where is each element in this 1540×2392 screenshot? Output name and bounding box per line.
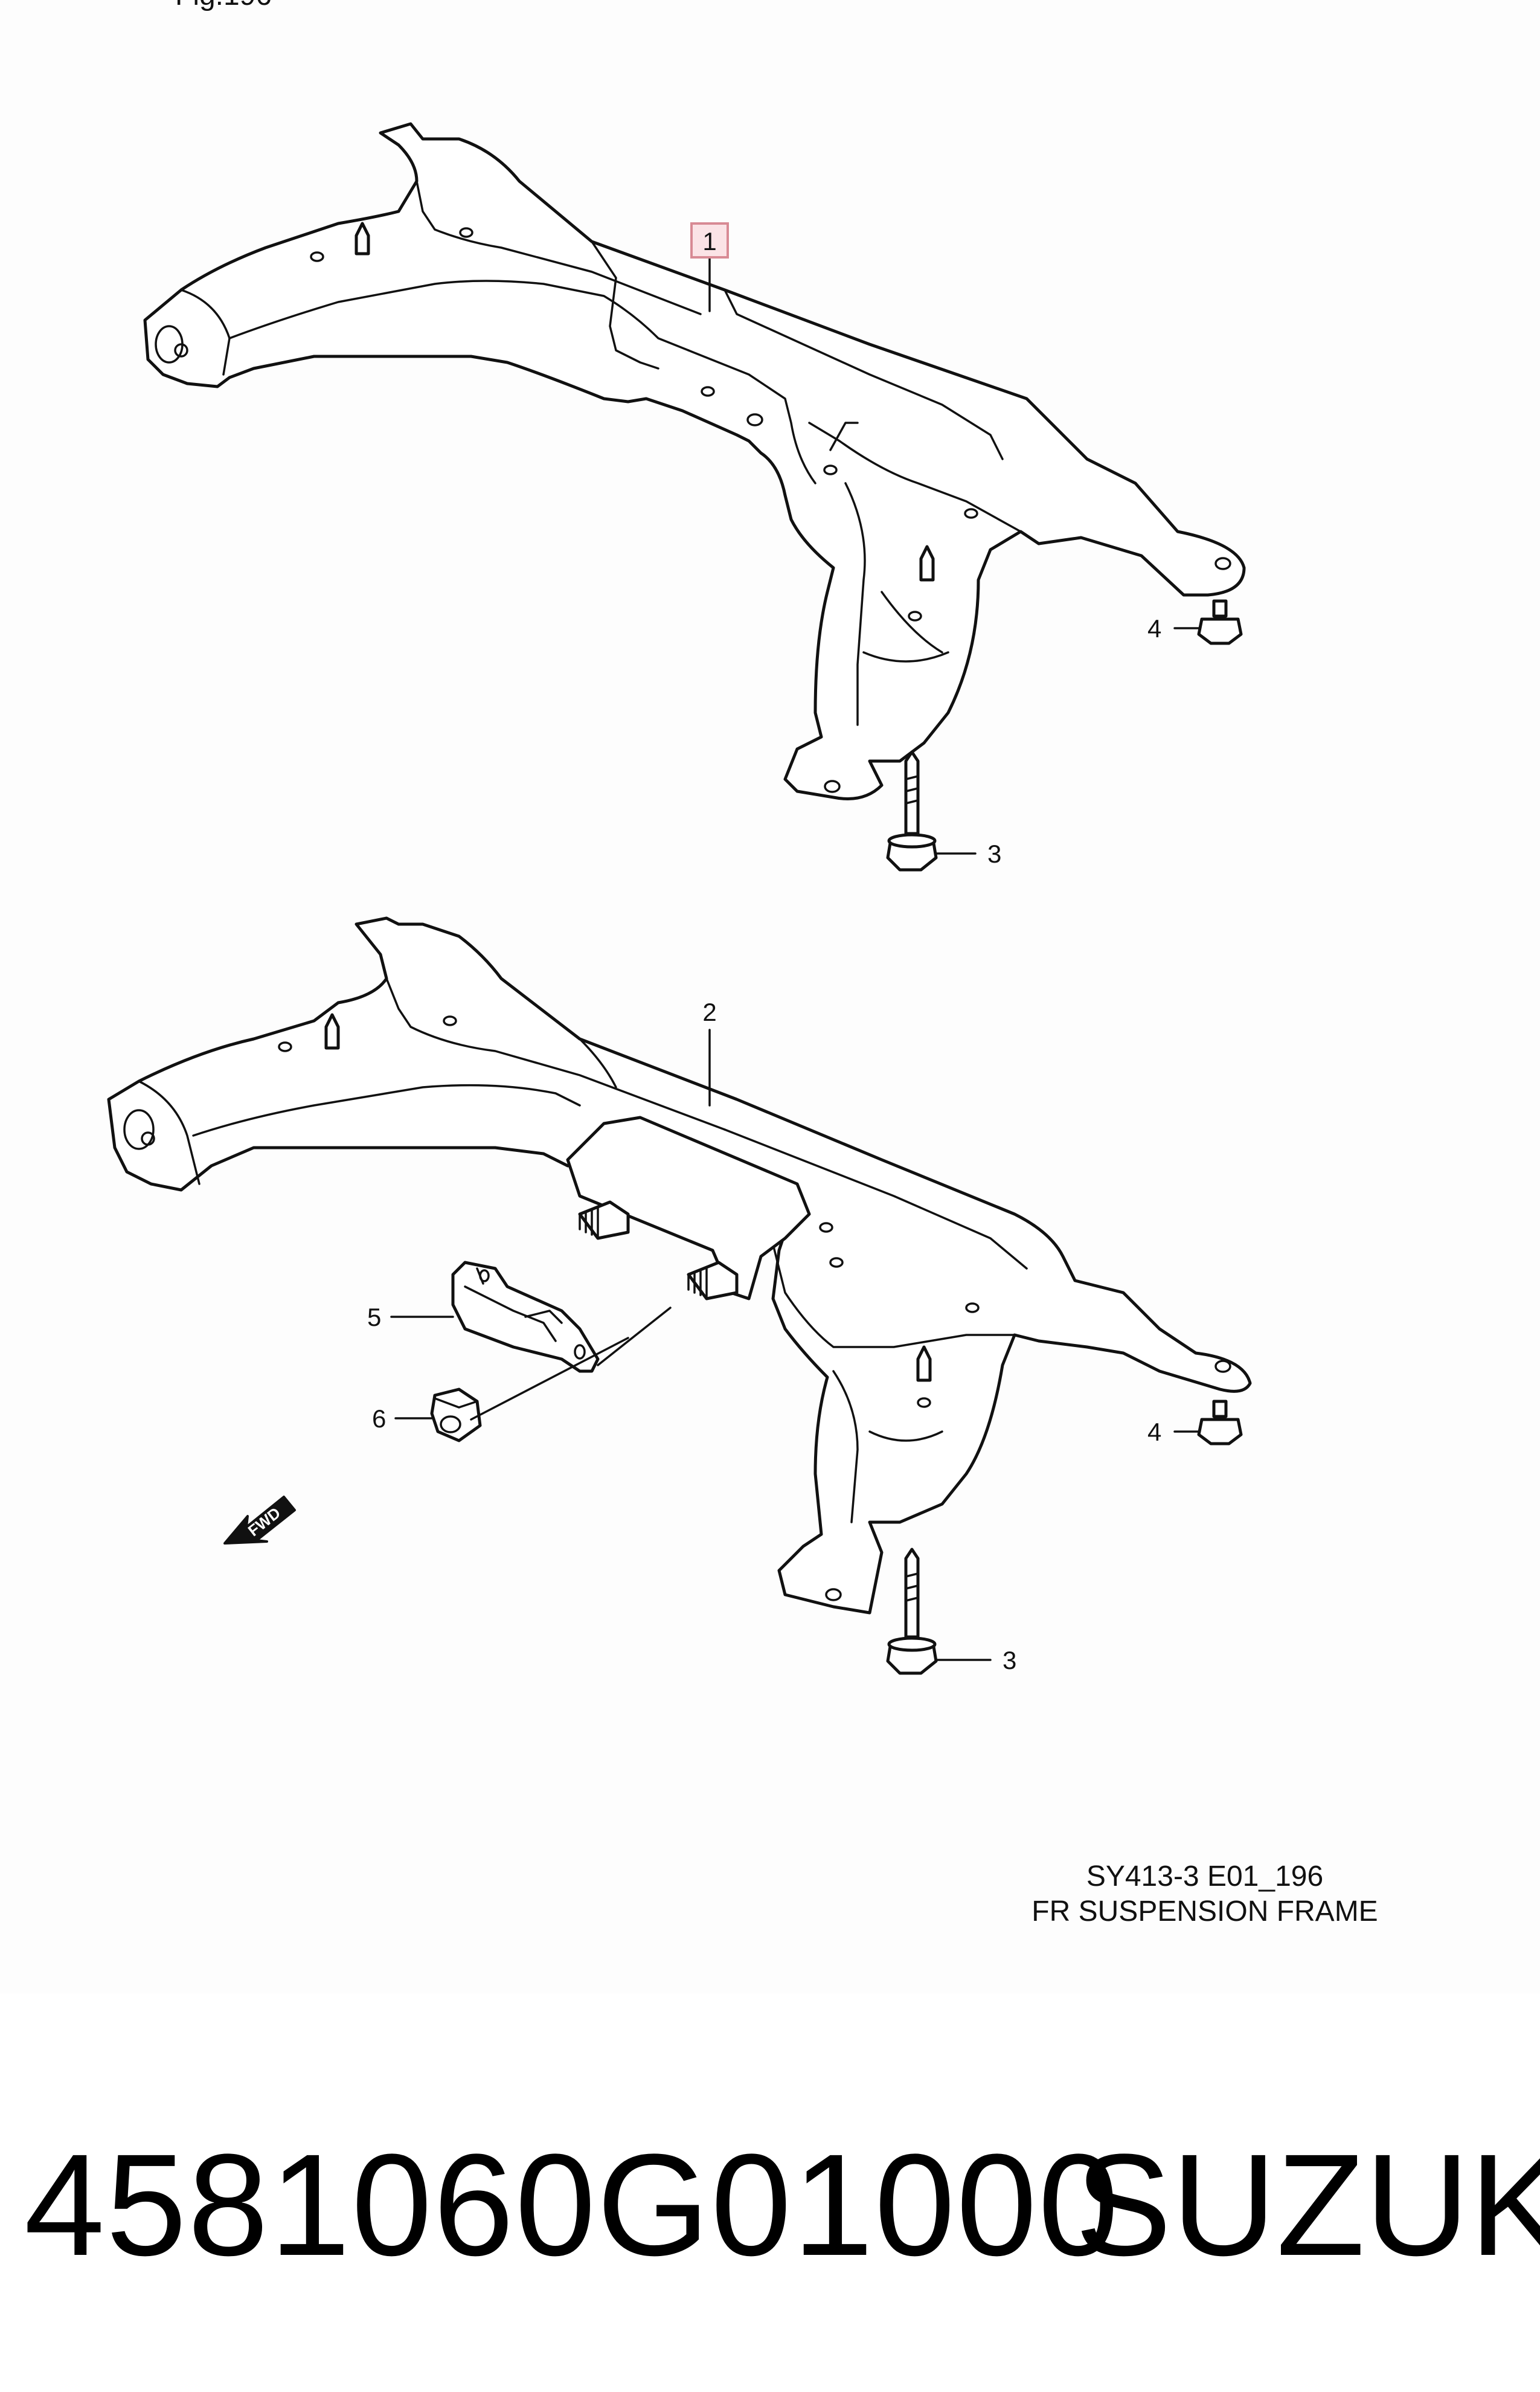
brand-name: SUZUKI <box>1075 2124 1540 2286</box>
mount-part-5 <box>451 1261 600 1373</box>
callout-1[interactable]: 1 <box>702 227 716 256</box>
nut-part-6 <box>430 1387 482 1442</box>
bolt-part-3-upper <box>886 750 938 872</box>
frame-upper <box>143 122 1246 800</box>
callout-5[interactable]: 5 <box>367 1303 381 1331</box>
callout-3-lower[interactable]: 3 <box>1003 1646 1016 1674</box>
figure-title: Fig.196 <box>175 0 272 11</box>
callout-3-upper[interactable]: 3 <box>987 840 1001 868</box>
diagram-ref-code: SY413-3 E01_196 <box>1086 1860 1323 1892</box>
callout-1-highlight <box>690 222 729 259</box>
bolt-part-3-lower <box>886 1548 938 1675</box>
callout-2[interactable]: 2 <box>702 998 716 1026</box>
frame-lower <box>107 916 1252 1615</box>
callout-6[interactable]: 6 <box>372 1404 386 1433</box>
fwd-arrow-icon: FWD <box>223 1496 296 1545</box>
bracket-stud-right <box>687 1261 739 1300</box>
footer-band <box>0 1993 1540 2392</box>
part-number: 4581060G01000 <box>24 2124 1120 2286</box>
nut-part-4-upper <box>1197 599 1243 645</box>
diagram-ref-title: FR SUSPENSION FRAME <box>1031 1895 1378 1927</box>
callout-4-upper[interactable]: 4 <box>1147 614 1161 643</box>
bracket-stud-left <box>578 1200 630 1240</box>
nut-part-4-lower <box>1197 1400 1243 1445</box>
parts-diagram: Fig.196 <box>107 0 1378 1927</box>
callout-4-lower[interactable]: 4 <box>1147 1418 1161 1446</box>
